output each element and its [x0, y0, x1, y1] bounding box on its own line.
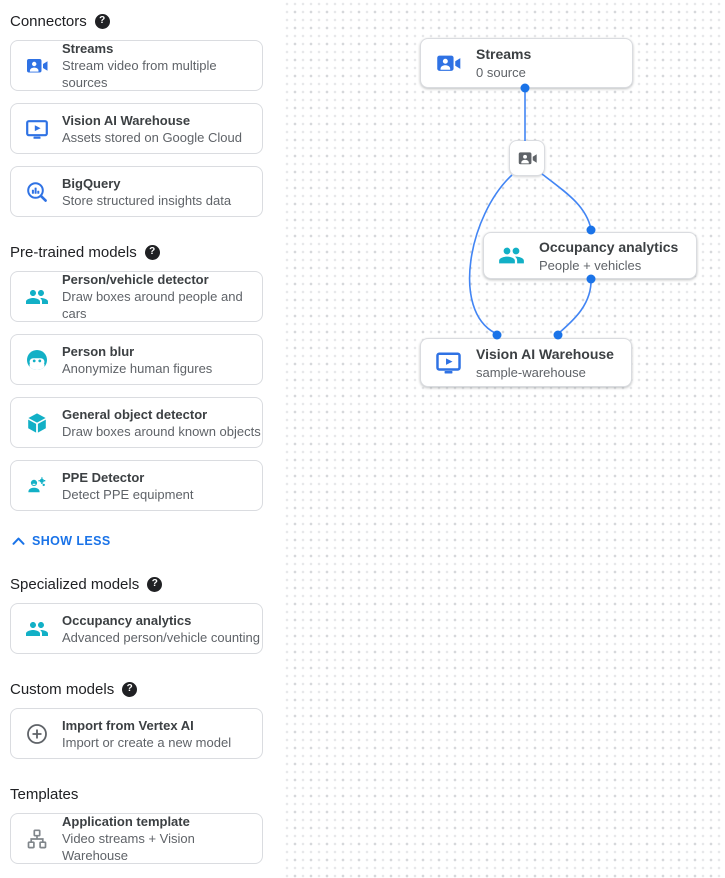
chevron-up-icon [12, 537, 25, 545]
card-title: Import from Vertex AI [62, 717, 194, 733]
card-bigquery[interactable]: BigQuery Store structured insights data [10, 166, 263, 217]
node-title: Occupancy analytics [539, 238, 679, 255]
smart-display-icon [435, 349, 462, 376]
section-title: Custom models [10, 680, 115, 698]
group-icon [25, 285, 49, 309]
schema-tree-icon [25, 827, 49, 851]
card-title: General object detector [62, 406, 208, 422]
card-title: Application template [62, 814, 190, 829]
section-header-specialized: Specialized models ? [10, 575, 283, 593]
card-subtitle: Store structured insights data [62, 192, 232, 208]
video-camera-icon [435, 50, 462, 77]
add-circle-icon [25, 722, 49, 746]
card-import-vertex-ai[interactable]: Import from Vertex AI Import or create a… [10, 708, 263, 759]
help-icon[interactable]: ? [94, 13, 110, 29]
node-vision-ai-warehouse[interactable]: Vision AI Warehouse sample-warehouse [420, 338, 632, 387]
card-ppe-detector[interactable]: PPE Detector Detect PPE equipment [10, 460, 263, 511]
card-subtitle: Anonymize human figures [62, 360, 213, 376]
edge-occupancy-to-warehouse [558, 278, 592, 334]
component-sidebar: Connectors ? Streams Stream video from m… [0, 0, 283, 878]
show-less-button[interactable]: SHOW LESS [12, 533, 283, 549]
graph-canvas[interactable]: Streams 0 source Occupancy analytics Peo… [283, 0, 725, 878]
node-title: Streams [476, 46, 532, 62]
card-title: BigQuery [62, 175, 121, 191]
connection-edges [468, 83, 596, 340]
card-subtitle: Detect PPE equipment [62, 486, 194, 502]
group-icon [498, 242, 525, 269]
section-header-pretrained: Pre-trained models ? [10, 243, 283, 261]
section-title: Templates [10, 785, 79, 803]
node-title: Vision AI Warehouse [476, 345, 614, 362]
node-subtitle: sample-warehouse [476, 364, 586, 380]
card-title: Person blur [62, 343, 135, 359]
card-occupancy-analytics[interactable]: Occupancy analytics Advanced person/vehi… [10, 603, 263, 654]
show-less-label: SHOW LESS [32, 534, 111, 548]
card-subtitle: Advanced person/vehicle counting [62, 629, 261, 645]
video-camera-icon [518, 151, 537, 164]
section-header-custom: Custom models ? [10, 680, 283, 698]
card-person-blur[interactable]: Person blur Anonymize human figures [10, 334, 263, 385]
cube-icon [25, 411, 49, 435]
card-title: Streams [62, 41, 114, 56]
section-header-templates: Templates [10, 785, 283, 803]
video-camera-icon [25, 54, 49, 78]
node-camera-mini[interactable] [509, 140, 545, 176]
edge-camera-to-occupancy [541, 173, 592, 230]
card-title: PPE Detector [62, 469, 145, 485]
card-subtitle: Draw boxes around known objects [62, 423, 261, 439]
card-title: Vision AI Warehouse [62, 112, 191, 128]
bigquery-icon [25, 180, 49, 204]
section-title: Connectors [10, 12, 87, 30]
smart-display-icon [25, 117, 49, 141]
node-subtitle: 0 source [476, 65, 526, 80]
card-subtitle: Assets stored on Google Cloud [62, 129, 242, 145]
card-application-template[interactable]: Application template Video streams + Vis… [10, 813, 263, 864]
node-streams[interactable]: Streams 0 source [420, 38, 633, 88]
card-streams[interactable]: Streams Stream video from multiple sourc… [10, 40, 263, 91]
node-subtitle: People + vehicles [539, 257, 642, 273]
card-subtitle: Import or create a new model [62, 734, 232, 750]
card-subtitle: Video streams + Vision Warehouse [62, 831, 195, 863]
card-title: Occupancy analytics [62, 612, 192, 628]
card-general-object-detector[interactable]: General object detector Draw boxes aroun… [10, 397, 263, 448]
section-title: Specialized models [10, 575, 140, 593]
section-header-connectors: Connectors ? [10, 12, 283, 30]
card-title: Person/vehicle detector [62, 272, 209, 287]
help-icon[interactable]: ? [144, 244, 160, 260]
help-icon[interactable]: ? [122, 681, 138, 697]
card-subtitle: Draw boxes around people and cars [62, 289, 243, 321]
card-vision-ai-warehouse[interactable]: Vision AI Warehouse Assets stored on Goo… [10, 103, 263, 154]
section-title: Pre-trained models [10, 243, 137, 261]
card-subtitle: Stream video from multiple sources [62, 58, 217, 90]
face-icon [25, 348, 49, 372]
group-icon [25, 617, 49, 641]
person-gear-icon [25, 474, 49, 498]
node-occupancy-analytics[interactable]: Occupancy analytics People + vehicles [483, 232, 697, 279]
card-person-vehicle-detector[interactable]: Person/vehicle detector Draw boxes aroun… [10, 271, 263, 322]
help-icon[interactable]: ? [147, 576, 163, 592]
